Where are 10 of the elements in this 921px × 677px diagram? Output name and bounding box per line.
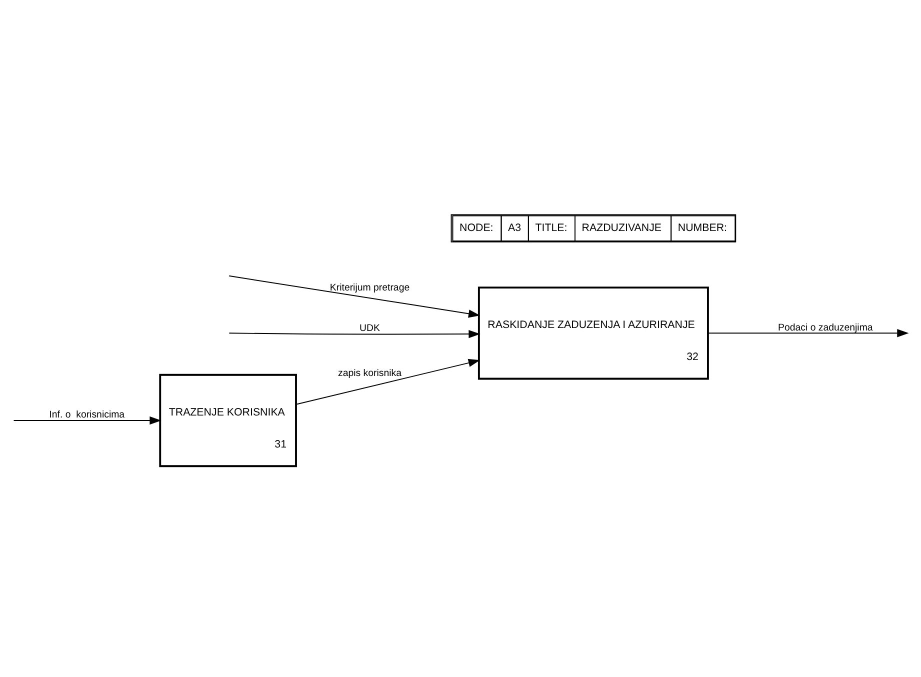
label: TITLE:	[535, 222, 568, 234]
edge-label: Kriterijum pretrage	[330, 282, 410, 294]
edge-label: zapis korisnika	[338, 368, 402, 379]
label: NODE:	[460, 222, 494, 234]
edge-label: UDK	[360, 323, 380, 334]
label: A3	[508, 222, 522, 234]
label: NUMBER:	[678, 222, 728, 234]
edge-label: Inf. o korisnicima	[49, 410, 125, 421]
edge-label: Podaci o zaduzenjima	[778, 322, 873, 334]
label: RAZDUZIVANJE	[582, 222, 662, 234]
